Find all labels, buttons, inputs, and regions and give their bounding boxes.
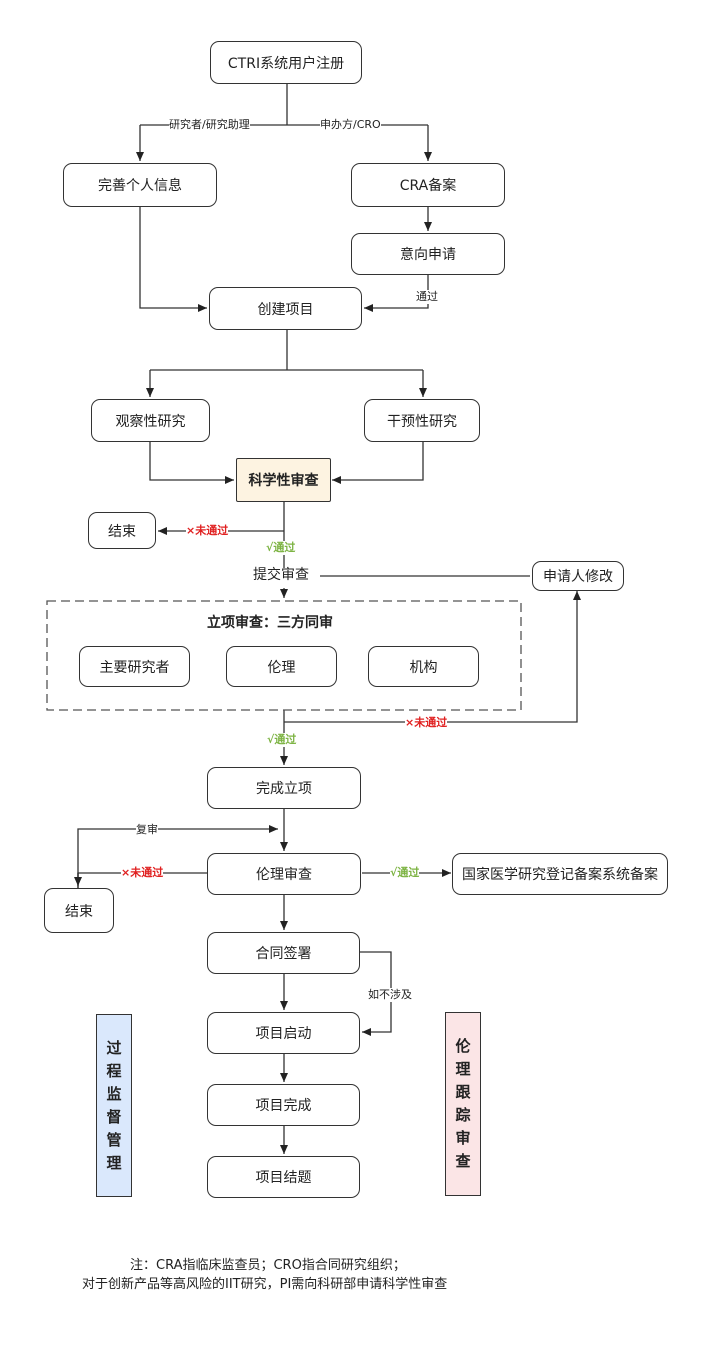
arrow-re-review <box>77 825 278 888</box>
node-submit-review: 提交审查 <box>251 567 311 583</box>
bar-left-char: 管 <box>106 1130 122 1149</box>
label-pass-ok-3: √通过 <box>390 866 420 880</box>
node-registry: 国家医学研究登记备案系统备案 <box>452 853 668 895</box>
bar-left-char: 过 <box>106 1038 122 1057</box>
node-applicant-modify: 申请人修改 <box>532 561 624 591</box>
arrow-int-sci <box>332 442 424 484</box>
node-register: CTRI系统用户注册 <box>210 41 362 84</box>
label-re-review: 复审 <box>136 823 158 837</box>
node-end-2: 结束 <box>44 888 114 933</box>
node-contract: 合同签署 <box>207 932 360 974</box>
bar-ethics-tracking: 伦理跟踪审查 <box>445 1012 481 1196</box>
arrow-fail-modify <box>284 591 581 723</box>
three-party-title: 立项审查：三方同审 <box>207 615 333 631</box>
bar-right-char: 跟 <box>455 1083 471 1101</box>
label-if-not-involved: 如不涉及 <box>368 988 412 1002</box>
bar-left-char: 程 <box>106 1061 122 1080</box>
bar-right-char: 审 <box>455 1129 471 1147</box>
bar-process-supervision: 过程监督管理 <box>96 1014 132 1197</box>
node-project-done: 完成立项 <box>207 767 361 809</box>
arrow-obs-sci <box>149 442 234 484</box>
label-sponsor: 申办方/CRO <box>320 118 381 132</box>
note-line-2: 对于创新产品等高风险的IIT研究，PI需向科研部申请科学性审查 <box>82 1277 448 1292</box>
node-cra-filing: CRA备案 <box>351 163 505 207</box>
arrow-intent-create <box>364 275 429 312</box>
label-fail-2: ×未通过 <box>405 716 448 730</box>
node-institution: 机构 <box>368 646 479 687</box>
node-start: 项目启动 <box>207 1012 360 1054</box>
node-closure: 项目结题 <box>207 1156 360 1198</box>
bar-left-char: 监 <box>106 1084 122 1103</box>
node-end-1: 结束 <box>88 512 156 549</box>
bar-right-char: 查 <box>455 1152 471 1170</box>
node-complete: 项目完成 <box>207 1084 360 1126</box>
node-pi: 主要研究者 <box>79 646 190 687</box>
node-scientific-review: 科学性审查 <box>236 458 331 502</box>
label-fail-1: ×未通过 <box>186 524 229 538</box>
node-interventional: 干预性研究 <box>364 399 480 442</box>
node-ethics: 伦理 <box>226 646 337 687</box>
arrow-info-create <box>139 207 207 312</box>
label-pass-ok-1: √通过 <box>266 541 296 555</box>
label-fail-3: ×未通过 <box>121 866 164 880</box>
bar-right-char: 伦 <box>455 1037 471 1055</box>
node-ethics-review: 伦理审查 <box>207 853 361 895</box>
three-party-container <box>46 600 522 711</box>
node-create-project: 创建项目 <box>209 287 362 330</box>
bar-left-char: 理 <box>106 1153 122 1172</box>
label-pass: 通过 <box>416 290 438 304</box>
node-observational: 观察性研究 <box>91 399 210 442</box>
bar-left-char: 督 <box>106 1107 122 1126</box>
bar-right-char: 踪 <box>455 1106 471 1124</box>
node-complete-info: 完善个人信息 <box>63 163 217 207</box>
node-intent-apply: 意向申请 <box>351 233 505 275</box>
label-pass-ok-2: √通过 <box>267 733 297 747</box>
note-line-1: 注：CRA指临床监查员；CRO指合同研究组织； <box>130 1258 406 1273</box>
bar-right-char: 理 <box>455 1060 471 1078</box>
label-researcher: 研究者/研究助理 <box>169 118 250 132</box>
